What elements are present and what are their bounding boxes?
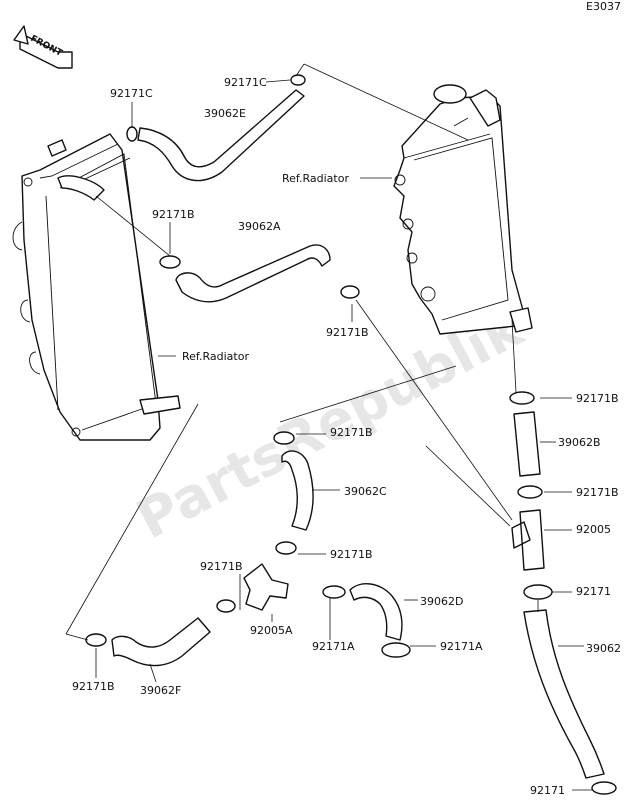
part-label-39062e: 39062E	[204, 107, 246, 120]
part-label-92171b-bottom-left: 92171B	[72, 680, 115, 693]
joint-92005	[511, 509, 545, 571]
leader-lines	[65, 63, 539, 641]
right-radiator	[393, 84, 533, 335]
hose-39062f	[111, 617, 211, 667]
part-label-92171-bottom: 92171	[530, 784, 565, 797]
hose-39062a	[175, 244, 331, 303]
part-label-92171b-center-lower: 92171B	[330, 548, 373, 561]
part-label-39062f: 39062F	[140, 684, 181, 697]
part-label-92171b-right-lower: 92171B	[576, 486, 619, 499]
part-label-92171-right: 92171	[576, 585, 611, 598]
part-label-39062d: 39062D	[420, 595, 463, 608]
part-label-92171a-2: 92171A	[440, 640, 483, 653]
part-label-92171b-small: 92171B	[200, 560, 243, 573]
part-label-92171b-upper-left: 92171B	[152, 208, 195, 221]
part-label-92171c-left: 92171C	[110, 87, 153, 100]
ref-label-right-radiator: Ref.Radiator	[282, 172, 349, 185]
joint-92005a	[243, 563, 289, 611]
clamps	[85, 74, 617, 795]
hose-39062e	[137, 89, 305, 182]
part-label-92171b-right-upper: 92171B	[576, 392, 619, 405]
hose-39062	[523, 609, 605, 779]
part-label-92171b-center: 92171B	[330, 426, 373, 439]
hose-39062c	[281, 450, 314, 531]
part-label-92005a: 92005A	[250, 624, 293, 637]
front-arrow-icon: FRONT	[13, 25, 73, 69]
part-label-92005: 92005	[576, 523, 611, 536]
part-label-39062c: 39062C	[344, 485, 387, 498]
diagram-code: E3037	[586, 0, 621, 13]
part-label-92171b-mid: 92171B	[326, 326, 369, 339]
part-label-92171c-top: 92171C	[224, 76, 267, 89]
part-label-39062: 39062	[586, 642, 621, 655]
part-label-39062a: 39062A	[238, 220, 281, 233]
label-ticks	[95, 397, 592, 791]
hose-39062d	[349, 583, 403, 641]
ref-label-left-radiator: Ref.Radiator	[182, 350, 249, 363]
left-radiator	[12, 133, 181, 441]
hose-39062b	[513, 411, 541, 477]
part-label-39062b: 39062B	[558, 436, 601, 449]
part-label-92171a-1: 92171A	[312, 640, 355, 653]
